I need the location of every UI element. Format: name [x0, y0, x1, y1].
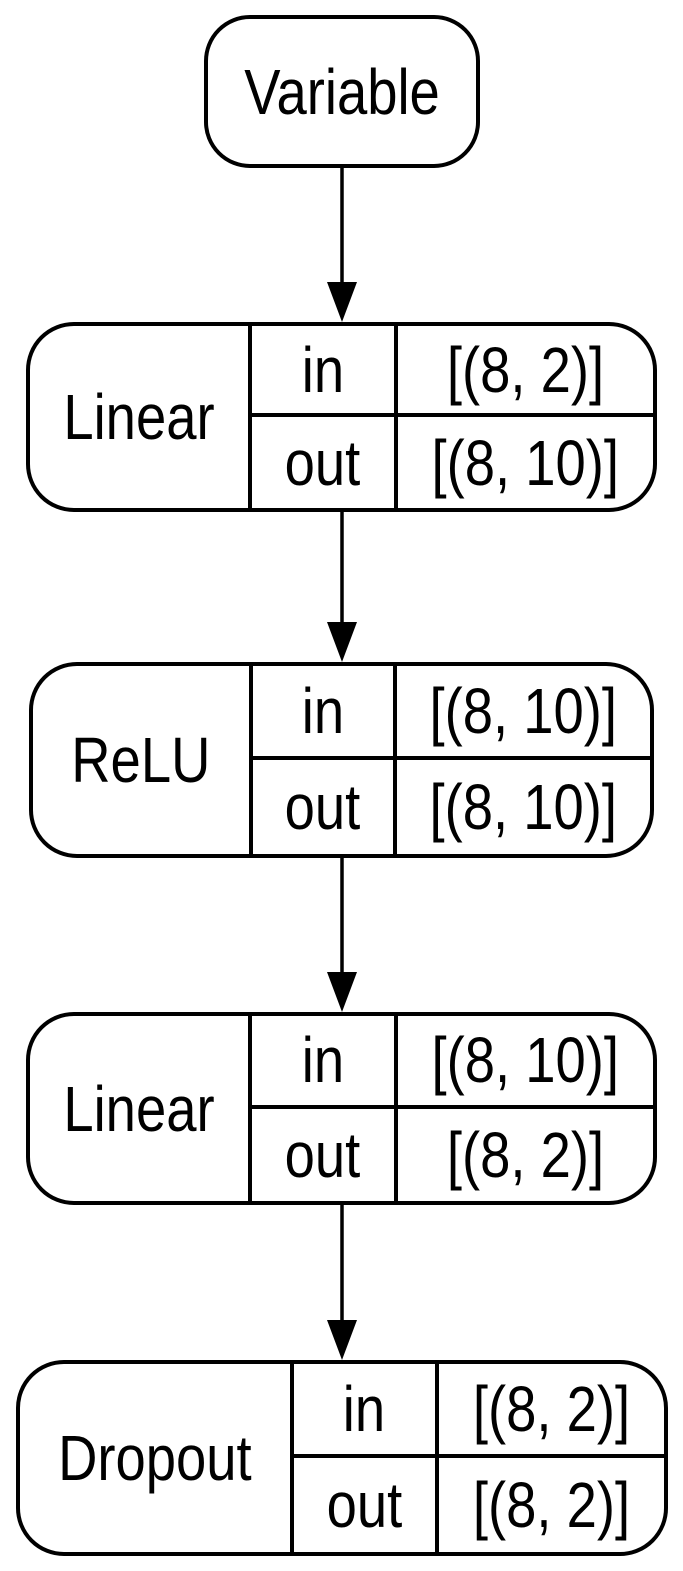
node-dropout-label: Dropout	[58, 1422, 252, 1494]
in-value-cell: [(8, 10)]	[397, 1016, 653, 1109]
in-label-cell: in	[251, 1016, 394, 1109]
in-label-cell: in	[252, 666, 394, 760]
out-value-cell: [(8, 10)]	[397, 760, 650, 854]
in-value: [(8, 10)]	[431, 1024, 619, 1097]
out-value-cell: [(8, 2)]	[439, 1458, 664, 1552]
layer-name-cell: Dropout	[20, 1364, 294, 1552]
node-linear-1-label: Linear	[63, 381, 215, 453]
out-label: out	[326, 1469, 402, 1541]
in-value: [(8, 2)]	[472, 1373, 630, 1445]
layer-name-cell: Linear	[30, 1016, 252, 1201]
out-label: out	[284, 1118, 361, 1191]
in-value-cell: [(8, 10)]	[397, 666, 650, 760]
out-label-cell: out	[253, 760, 393, 854]
out-label-cell: out	[252, 1109, 394, 1202]
layer-name-cell: Linear	[30, 326, 252, 508]
edge-linear-2-to-dropout	[322, 1205, 362, 1360]
out-value: [(8, 10)]	[431, 426, 619, 499]
out-value: [(8, 2)]	[446, 1118, 604, 1191]
in-label-cell: in	[251, 326, 394, 417]
in-label: in	[342, 1373, 386, 1445]
port-values-column: [(8, 10)] [(8, 10)]	[397, 666, 650, 854]
port-values-column: [(8, 2)] [(8, 10)]	[397, 326, 653, 508]
arrow-down-icon	[327, 1205, 357, 1360]
edge-variable-to-linear-1	[322, 168, 362, 322]
port-labels-column: in out	[251, 1016, 398, 1202]
node-relu: ReLU in out [(8, 10)] [(8, 10)]	[29, 662, 654, 858]
arrow-down-icon	[327, 168, 357, 322]
in-value-cell: [(8, 2)]	[438, 1364, 664, 1458]
port-labels-column: in out	[252, 666, 398, 854]
in-value-cell: [(8, 2)]	[397, 326, 653, 417]
port-values-column: [(8, 2)] [(8, 2)]	[438, 1364, 664, 1552]
port-labels-column: in out	[293, 1364, 439, 1552]
port-values-column: [(8, 10)] [(8, 2)]	[397, 1016, 653, 1202]
out-label-cell: out	[252, 417, 394, 508]
out-value-cell: [(8, 10)]	[398, 417, 653, 508]
node-relu-label: ReLU	[71, 724, 211, 796]
layer-name-cell: ReLU	[33, 666, 253, 854]
out-label: out	[284, 426, 361, 499]
arrow-down-icon	[327, 858, 357, 1012]
in-label: in	[301, 1024, 344, 1097]
in-value: [(8, 2)]	[446, 333, 604, 406]
node-linear-2-label: Linear	[63, 1072, 215, 1145]
node-variable-label: Variable	[244, 55, 440, 128]
node-variable: Variable	[204, 15, 480, 168]
edge-linear-1-to-relu	[322, 512, 362, 662]
out-label: out	[285, 771, 361, 843]
node-linear-1: Linear in out [(8, 2)] [(8, 10)]	[26, 322, 657, 512]
in-value: [(8, 10)]	[429, 675, 618, 747]
out-value-cell: [(8, 2)]	[398, 1109, 653, 1202]
node-dropout: Dropout in out [(8, 2)] [(8, 2)]	[16, 1360, 668, 1556]
arrow-down-icon	[327, 512, 357, 662]
in-label-cell: in	[293, 1364, 435, 1458]
out-label-cell: out	[294, 1458, 435, 1552]
node-linear-2: Linear in out [(8, 10)] [(8, 2)]	[26, 1012, 657, 1205]
in-label: in	[301, 333, 344, 406]
edge-relu-to-linear-2	[322, 858, 362, 1012]
in-label: in	[301, 675, 344, 747]
port-labels-column: in out	[251, 326, 398, 508]
out-value: [(8, 10)]	[429, 771, 618, 843]
out-value: [(8, 2)]	[472, 1469, 630, 1541]
